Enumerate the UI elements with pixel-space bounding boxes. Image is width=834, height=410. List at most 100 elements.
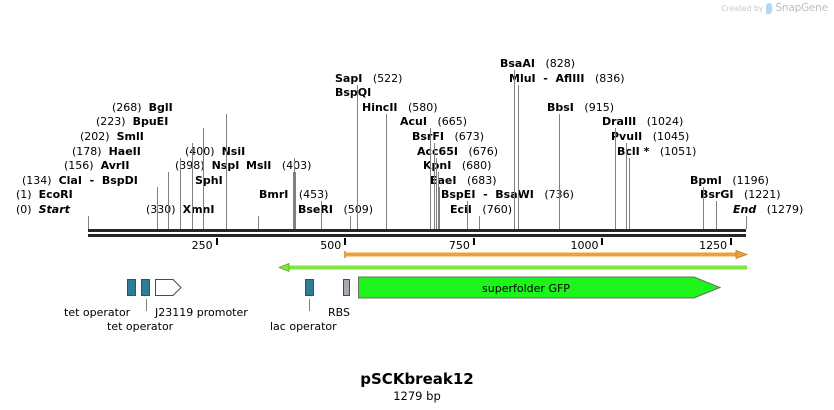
site-position: (1051) [659,144,697,158]
site-label-nsii[interactable]: (400) NsiI [185,146,245,157]
feature-j23119-promoter[interactable] [155,279,182,296]
site-label-sphi[interactable]: SphI [195,175,223,186]
site-enzyme-name: BsrFI [412,130,444,143]
feature-superfolder-gfp[interactable] [358,276,721,299]
site-label-bspqi[interactable]: BspQI [335,87,371,98]
site-position: (509) [343,203,374,216]
site-label-ecori[interactable]: (1) EcoRI [16,189,73,200]
orange-region-arrow[interactable] [344,250,748,259]
site-position: (683) [467,173,497,187]
leader-line [514,70,515,229]
leader-line [716,201,717,229]
watermark-brand-label: SnapGene [775,2,828,14]
leader-line [436,157,437,229]
site-position: (665) [437,115,468,129]
site-label-start[interactable]: (0) Start [16,204,70,215]
feature-tick-tet-operator-2 [146,299,147,311]
feature-tet-operator-1[interactable] [127,279,136,296]
site-enzyme-name: EcoRI [38,188,73,202]
site-label-acui[interactable]: AcuI (665) [400,116,467,127]
site-position: (1279) [766,203,804,216]
site-enzyme-name: ClaI - BspDI [58,173,138,187]
ruler-label-250: 250 [191,239,213,252]
leader-line [295,172,296,229]
site-position: (760) [482,203,512,216]
leader-line [479,216,480,229]
site-position: (178) [72,144,102,158]
site-label-clai-bspdi[interactable]: (134) ClaI - BspDI [22,175,138,186]
leader-line [703,186,704,229]
site-label-hincii[interactable]: HincII (580) [362,102,438,113]
site-label-bseri[interactable]: BseRI (509) [298,204,373,215]
leader-line [439,186,440,229]
ruler-tick-250 [215,238,218,245]
site-label-eaei[interactable]: EaeI (683) [430,175,497,186]
site-position: (1024) [646,115,684,129]
feature-lac-operator[interactable] [305,279,314,296]
ruler-label-750: 750 [448,239,470,252]
green-region-arrow[interactable] [278,263,748,272]
feature-rbs[interactable] [343,279,350,296]
ruler-tick-750 [472,238,475,245]
ruler-tick-1000 [601,238,604,245]
plasmid-title: pSCKbreak12 [360,370,474,388]
site-label-bsrfi[interactable]: BsrFI (673) [412,131,484,142]
site-label-haeii[interactable]: (178) HaeII [72,146,141,157]
feature-label-lac-operator: lac operator [270,320,337,333]
site-label-xmni[interactable]: (330) XmnI [146,204,214,215]
site-label-ecii[interactable]: EciI (760) [450,204,512,215]
site-label-acc65i[interactable]: Acc65I (676) [417,146,498,157]
ruler-tick-500 [344,238,347,245]
leader-line [293,172,294,229]
site-label-avrii[interactable]: (156) AvrII [64,160,130,171]
site-enzyme-name: BglI [148,100,173,114]
site-position: (1196) [732,173,769,187]
leader-line [434,143,435,229]
feature-tet-operator-2[interactable] [141,279,150,296]
site-enzyme-name: BclI * [617,144,650,158]
ruler-label-1250: 1250 [699,239,728,252]
site-position: (156) [64,159,94,173]
site-label-bbsi[interactable]: BbsI (915) [547,102,614,113]
site-enzyme-name: EciI [450,203,472,216]
site-label-bpuei[interactable]: (223) BpuEI [96,116,168,127]
site-label-bsrgi[interactable]: BsrGI (1221) [700,189,781,200]
site-label-bgli[interactable]: (268) BglI [112,102,173,113]
site-enzyme-name: Acc65I [417,144,458,158]
site-enzyme-name: AvrII [100,159,130,173]
site-enzyme-name: BsaAI [500,57,535,70]
site-label-pvuii[interactable]: PvuII (1045) [611,131,689,142]
feature-superfolder-gfp-label: superfolder GFP [482,282,570,295]
site-label-bmri[interactable]: BmrI (453) [259,189,328,200]
leader-line [294,157,295,229]
site-label-bspei-bsawi[interactable]: BspEI - BsaWI (736) [441,189,574,200]
site-label-end[interactable]: End (1279) [733,204,803,215]
leader-line [226,113,227,229]
site-label-sapi[interactable]: SapI (522) [335,73,402,84]
site-enzyme-name: BpmI [690,173,722,187]
site-position: (915) [584,100,614,114]
site-position: (400) [185,144,215,158]
site-position: (676) [468,144,499,158]
site-label-bcli-[interactable]: BclI * (1051) [617,146,696,157]
ruler-tick-1250 [730,238,733,245]
site-enzyme-name: HincII [362,100,398,114]
site-enzyme-name: XmnI [182,203,215,216]
site-position: (330) [146,203,176,216]
site-label-bpmi[interactable]: BpmI (1196) [690,175,769,186]
leader-line [88,216,89,229]
site-position: (134) [22,173,52,187]
site-label-nspi[interactable]: (398) NspI [175,160,239,171]
leader-line [350,216,351,229]
site-label-smli[interactable]: (202) SmlI [80,131,144,142]
site-label-msli[interactable]: MslI (403) [246,160,311,171]
site-label-draiii[interactable]: DraIII (1024) [602,116,683,127]
site-enzyme-name: End [733,203,757,216]
site-label-kpni[interactable]: KpnI (680) [423,160,491,171]
site-enzyme-name: BpuEI [132,115,169,129]
snapgene-logo-icon [766,2,773,14]
site-label-bsaai[interactable]: BsaAI (828) [500,58,575,69]
site-label-mlui-afliii[interactable]: MluI - AflIII (836) [509,73,625,84]
site-enzyme-name: BbsI [547,100,574,114]
site-position: (268) [112,100,142,114]
